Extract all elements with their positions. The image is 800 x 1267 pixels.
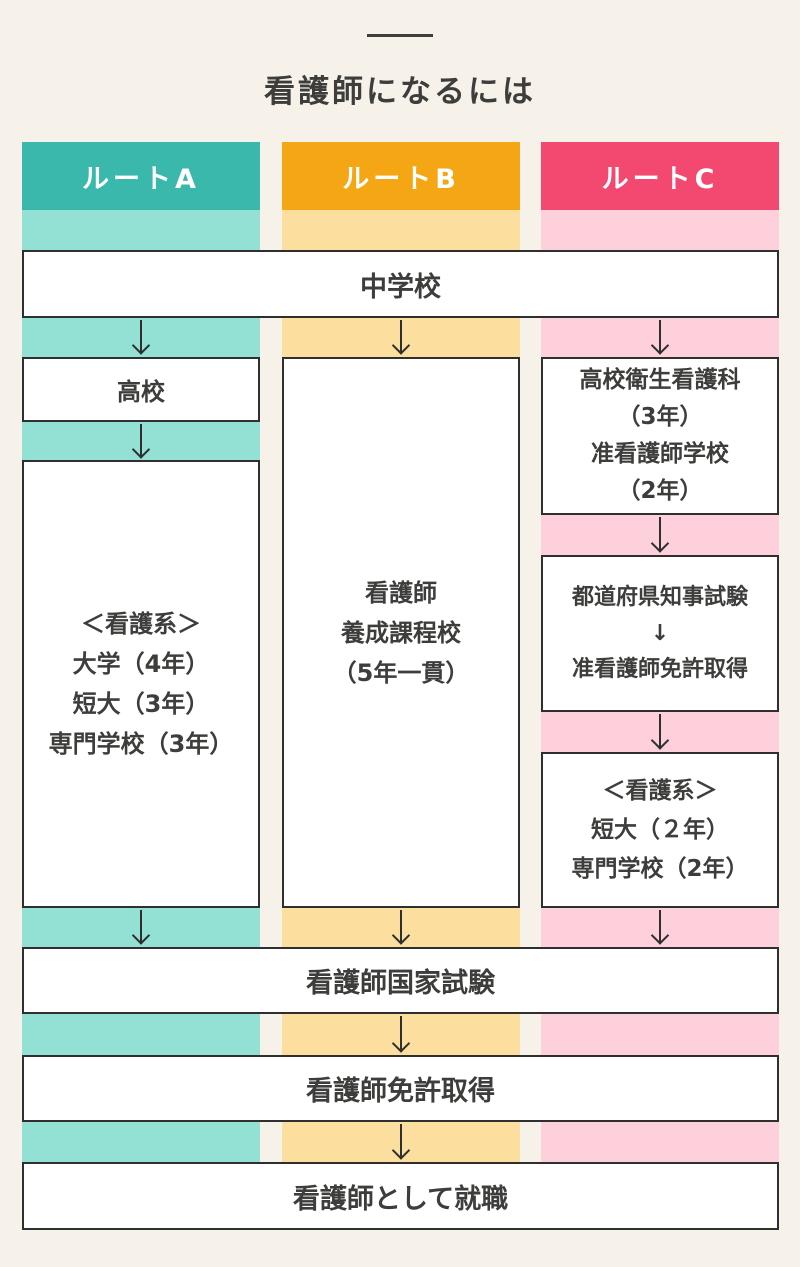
down-arrow-icon — [140, 910, 142, 943]
route-b-label: ルートB — [342, 163, 460, 195]
down-arrow-icon — [400, 320, 402, 353]
route-a-label: ルートA — [82, 163, 200, 195]
node-route-c-prefectural-exam: 都道府県知事試験 ↓ 准看護師免許取得 — [541, 555, 779, 712]
down-arrow-icon — [140, 320, 142, 353]
down-arrow-icon — [140, 424, 142, 457]
route-c-band — [541, 1014, 779, 1055]
down-arrow-icon — [400, 1016, 402, 1051]
node-junior-high-school: 中学校 — [22, 250, 779, 318]
route-c-header: ルートC — [541, 142, 779, 210]
down-arrow-icon — [400, 1124, 402, 1158]
route-b-header: ルートB — [282, 142, 520, 210]
route-a-band — [22, 1122, 260, 1162]
title-divider — [367, 34, 433, 37]
down-arrow-icon — [659, 714, 661, 748]
route-c-label: ルートC — [601, 163, 719, 195]
down-arrow-icon — [659, 320, 661, 353]
node-route-b-training-school: 看護師 養成課程校 （5年一貫） — [282, 357, 520, 908]
node-route-c-nursing-high-school: 高校衛生看護科 （3年） 准看護師学校 （2年） — [541, 357, 779, 515]
page-title: 看護師になるには — [264, 74, 536, 110]
node-route-a-high-school: 高校 — [22, 357, 260, 422]
node-employment: 看護師として就職 — [22, 1162, 779, 1230]
node-route-c-nursing-college: ＜看護系＞ 短大（２年） 専門学校（2年） — [541, 752, 779, 908]
node-license-acquisition: 看護師免許取得 — [22, 1055, 779, 1122]
node-route-a-nursing-college: ＜看護系＞ 大学（4年） 短大（3年） 専門学校（3年） — [22, 460, 260, 908]
route-c-band — [541, 1122, 779, 1162]
route-a-header: ルートA — [22, 142, 260, 210]
down-arrow-icon — [659, 517, 661, 551]
down-arrow-icon — [400, 910, 402, 943]
node-national-exam: 看護師国家試験 — [22, 947, 779, 1014]
down-arrow-icon — [659, 910, 661, 943]
route-a-band — [22, 1014, 260, 1055]
